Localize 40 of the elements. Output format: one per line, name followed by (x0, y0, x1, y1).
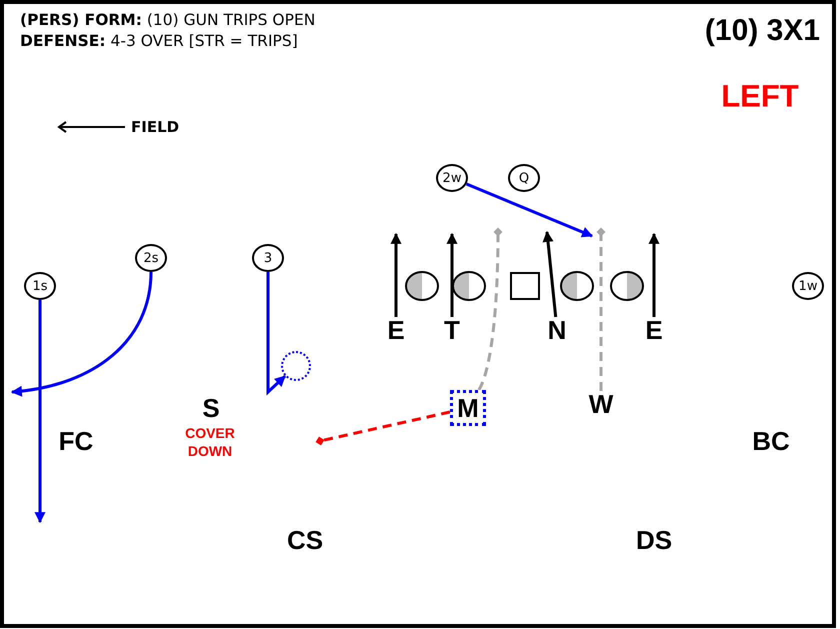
route-arrow (266, 272, 286, 396)
receiver-circle: 2s (135, 244, 167, 272)
linebacker-box: M (450, 390, 486, 426)
lineman-oval (560, 271, 594, 301)
route-arrow (34, 300, 46, 524)
position-letter: W (588, 391, 614, 417)
lineman-oval (610, 271, 644, 301)
position-letter: N (548, 317, 566, 343)
position-letter: E (645, 317, 663, 343)
zone-circle (281, 351, 311, 381)
quarterback-circle: Q (508, 164, 540, 192)
position-letter: S (202, 395, 220, 421)
receiver-circle: 1w (792, 272, 824, 300)
position-letter: T (444, 317, 460, 343)
defense-text: DEFENSE: 4-3 OVER [STR = TRIPS] (20, 32, 298, 51)
play-title: (10) 3X1 (704, 16, 820, 46)
gap-assignment-line (478, 228, 502, 391)
position-letter: BC (752, 428, 790, 454)
lineman-oval (452, 271, 486, 301)
route-arrow (466, 182, 594, 238)
lineman-oval (405, 271, 439, 301)
rush-arrow (648, 232, 660, 317)
side-call-text: LEFT (721, 80, 799, 112)
rush-arrow (446, 232, 458, 317)
field-label: FIELD (131, 119, 180, 135)
receiver-circle: 2w (436, 164, 468, 192)
position-letter: CS (286, 527, 324, 553)
assignment-note: COVER DOWN (184, 424, 236, 460)
rush-arrow (390, 232, 402, 317)
center-square (510, 272, 540, 300)
formation-text: (PERS) FORM: (10) GUN TRIPS OPEN (20, 11, 316, 30)
position-letter: FC (58, 428, 94, 454)
receiver-circle: 1s (24, 272, 56, 300)
route-arrow (10, 272, 152, 396)
coverage-line (316, 410, 450, 446)
gap-assignment-line (596, 228, 606, 391)
position-letter: DS (636, 527, 672, 553)
position-letter: E (387, 317, 405, 343)
rush-arrow (542, 230, 558, 318)
receiver-circle: 3 (252, 244, 284, 272)
